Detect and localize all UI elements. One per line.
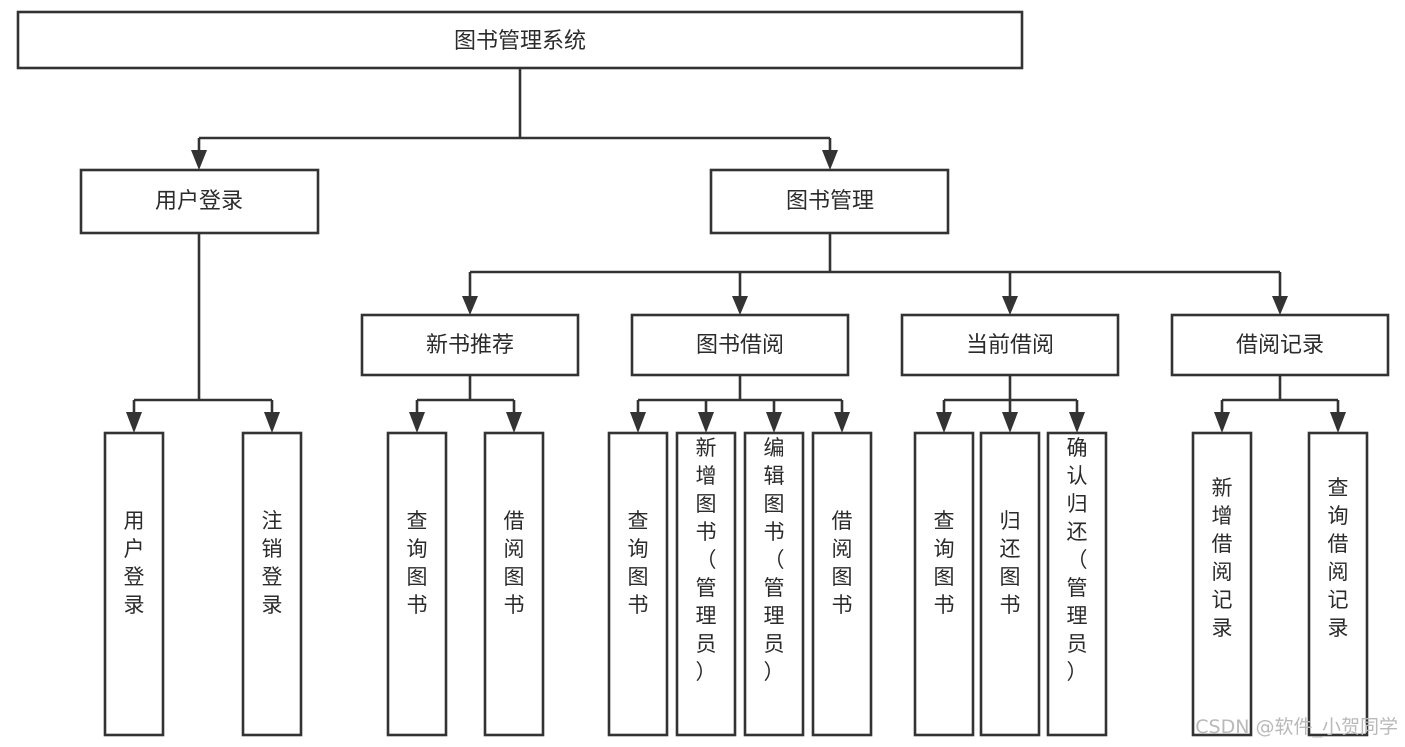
arrow-head-to-book-borrow: [732, 296, 748, 315]
connector-group-current-borrow-leaves: [936, 375, 1085, 433]
arrow-head-br-leaf-1: [1330, 412, 1346, 433]
leaf-node[interactable]: 查询图书: [607, 431, 669, 737]
node-root-label: 图书管理系统: [454, 29, 586, 54]
leaf-bb-query-book-box[interactable]: [607, 431, 669, 737]
leaf-logout-label: 注销登录: [262, 509, 283, 617]
leaf-cb-query-book-box[interactable]: [913, 431, 975, 737]
leaf-node[interactable]: 查询图书: [913, 431, 975, 737]
leaf-node[interactable]: 新增借阅记录: [1191, 431, 1253, 737]
arrow-head-nb-leaf-1: [506, 412, 522, 433]
leaf-bb-add-book-label: 新增图书（管理员）: [696, 436, 717, 684]
connector-group-book-manage: [462, 233, 1288, 315]
leaf-bb-edit-book-box[interactable]: [743, 431, 805, 737]
leaf-node[interactable]: 用户登录: [103, 431, 165, 737]
leaf-br-add-record-label: 新增借阅记录: [1212, 476, 1233, 640]
arrow-head-bb-leaf-2: [766, 412, 782, 433]
leaf-br-query-record-label: 查询借阅记录: [1328, 476, 1349, 640]
node-new-book-recommend[interactable]: 新书推荐: [360, 313, 580, 377]
arrow-head-to-current-borrow: [1002, 296, 1018, 315]
leaf-user-login-box[interactable]: [103, 431, 165, 737]
arrow-head-to-borrow-record: [1272, 296, 1288, 315]
node-user-login-label: 用户登录: [155, 189, 243, 214]
node-borrow-record-box[interactable]: [1170, 313, 1390, 377]
node-root-box[interactable]: [16, 10, 1024, 70]
leaf-user-login-label: 用户登录: [124, 509, 145, 617]
node-borrow-record[interactable]: 借阅记录: [1170, 313, 1390, 377]
arrow-head-bb-leaf-1: [698, 412, 714, 433]
arrow-head-bb-leaf-0: [630, 412, 646, 433]
leaf-bb-borrow-book-box[interactable]: [811, 431, 873, 737]
leaf-bb-add-book-box[interactable]: [675, 431, 737, 737]
connector-group-book-borrow-leaves: [630, 375, 850, 433]
leaf-br-query-record-box[interactable]: [1307, 431, 1369, 737]
arrow-head-br-leaf-0: [1214, 412, 1230, 433]
node-current-borrow-box[interactable]: [900, 313, 1120, 377]
leaf-cb-return-book-label: 归还图书: [1000, 509, 1021, 617]
node-root-book-management-system[interactable]: 图书管理系统: [16, 10, 1024, 70]
leaf-node[interactable]: 借阅图书: [483, 431, 545, 737]
leaf-nb-query-book-box[interactable]: [386, 431, 448, 737]
node-borrow-record-label: 借阅记录: [1236, 333, 1324, 358]
leaf-node[interactable]: 归还图书: [979, 431, 1041, 737]
leaf-cb-confirm-return-label: 确认归还（管理员）: [1067, 436, 1088, 684]
node-user-login[interactable]: 用户登录: [79, 168, 320, 235]
leaf-node[interactable]: 编辑图书（管理员）: [743, 431, 805, 737]
node-current-borrow[interactable]: 当前借阅: [900, 313, 1120, 377]
csdn-watermark: CSDN @软件_小贺同学: [1195, 716, 1398, 738]
arrow-head-to-book-manage: [822, 150, 838, 170]
leaf-node[interactable]: 确认归还（管理员）: [1046, 431, 1108, 737]
connector-group-root: [191, 68, 838, 170]
leaf-bb-borrow-book-label: 借阅图书: [832, 509, 853, 617]
arrow-head-cb-leaf-0: [936, 412, 952, 433]
leaf-bb-edit-book-label: 编辑图书（管理员）: [764, 436, 785, 684]
leaf-nb-borrow-book-box[interactable]: [483, 431, 545, 737]
node-book-management[interactable]: 图书管理: [709, 168, 950, 235]
arrow-head-to-new-book-recommend: [462, 296, 478, 315]
node-new-book-recommend-label: 新书推荐: [426, 333, 514, 358]
leaf-node[interactable]: 查询图书: [386, 431, 448, 737]
connector-group-new-book-leaves: [409, 375, 522, 433]
arrow-head-bb-leaf-3: [834, 412, 850, 433]
leaf-cb-query-book-label: 查询图书: [934, 509, 955, 617]
arrow-head-ul-leaf-0: [126, 412, 142, 433]
node-book-borrow-label: 图书借阅: [696, 333, 784, 358]
leaf-nb-borrow-book-label: 借阅图书: [504, 509, 525, 617]
leaf-node[interactable]: 查询借阅记录: [1307, 431, 1369, 737]
leaf-node[interactable]: 新增图书（管理员）: [675, 431, 737, 737]
leaf-node[interactable]: 注销登录: [241, 431, 303, 737]
leaf-cb-confirm-return-box[interactable]: [1046, 431, 1108, 737]
arrow-head-cb-leaf-2: [1069, 412, 1085, 433]
leaf-bb-query-book-label: 查询图书: [628, 509, 649, 617]
arrow-head-ul-leaf-1: [264, 412, 280, 433]
node-new-book-recommend-box[interactable]: [360, 313, 580, 377]
connector-group-borrow-record-leaves: [1214, 375, 1346, 433]
leaf-nb-query-book-label: 查询图书: [407, 509, 428, 617]
arrow-head-cb-leaf-1: [1002, 412, 1018, 433]
arrow-head-to-user-login: [191, 150, 207, 170]
node-current-borrow-label: 当前借阅: [966, 333, 1054, 358]
leaf-node[interactable]: 借阅图书: [811, 431, 873, 737]
node-book-borrow[interactable]: 图书借阅: [630, 313, 850, 377]
node-book-management-label: 图书管理: [786, 189, 874, 214]
node-book-borrow-box[interactable]: [630, 313, 850, 377]
leaf-logout-box[interactable]: [241, 431, 303, 737]
arrow-head-nb-leaf-0: [409, 412, 425, 433]
node-user-login-box[interactable]: [79, 168, 320, 235]
node-book-management-box[interactable]: [709, 168, 950, 235]
connector-group-user-login-leaves: [126, 233, 280, 433]
leaf-cb-return-book-box[interactable]: [979, 431, 1041, 737]
leaf-br-add-record-box[interactable]: [1191, 431, 1253, 737]
